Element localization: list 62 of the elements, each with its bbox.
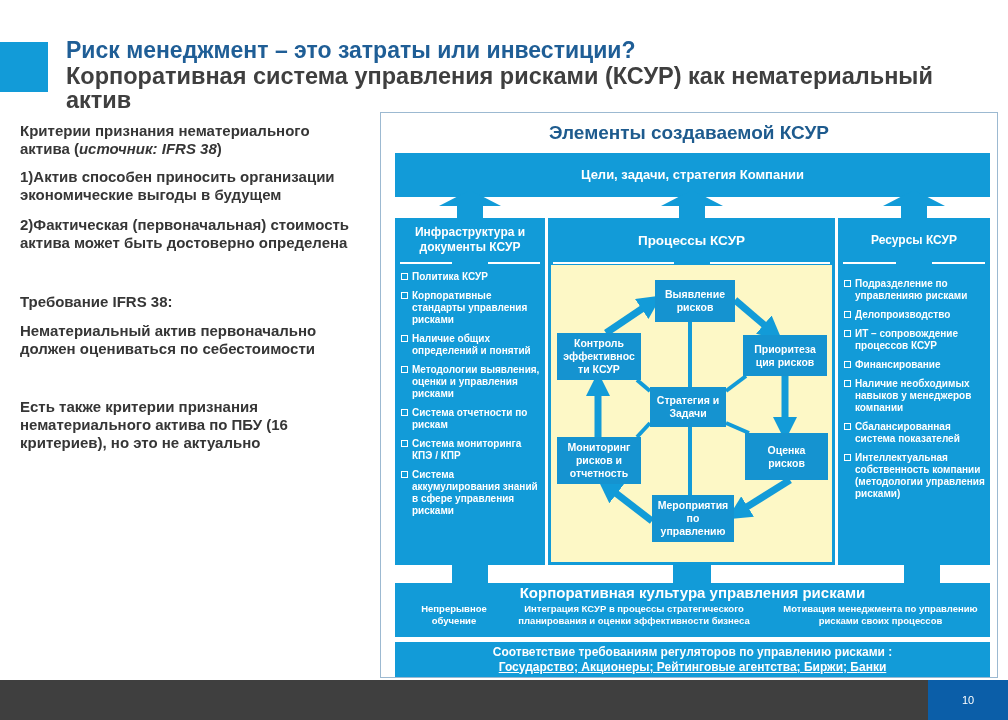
body-text: Нематериальный актив первоначально должен оцениваться по себестоимости	[20, 322, 318, 358]
list-item-text: Финансирование	[855, 359, 942, 371]
list-item-text: Политика КСУР	[412, 271, 489, 283]
body-text: Критерии признания нематериального актива (источник: IFRS 38)	[20, 122, 311, 158]
body-text: Есть также критерии признания нематериального актива по ПБУ (16 критериев), но это не актуально	[20, 398, 289, 452]
connector-line	[725, 421, 750, 435]
list-item-text: Подразделение по управленияю рисками	[855, 278, 969, 302]
connector-line	[452, 565, 488, 583]
banner-heading: Корпоративная культура управления рисками	[519, 584, 866, 602]
regulator-banner	[395, 642, 990, 677]
body-text: 2)Фактическая (первоначальная) стоимость актива может быть достоверно определена	[20, 216, 351, 252]
connector-line	[688, 322, 692, 387]
diagram-panel	[380, 112, 998, 678]
list-item-text: Интеллектуальная собственность компании (методологии управления рисками)	[855, 452, 986, 500]
process-step-box	[655, 280, 735, 322]
panel-heading: Элементы создаваемой КСУР	[548, 121, 830, 145]
process-step-box	[745, 433, 828, 480]
list-item-text: Система мониторинга КПЭ / КПР	[412, 438, 523, 462]
step-label: Стратегия и Задачи	[655, 394, 721, 420]
process-step-box	[743, 335, 827, 376]
step-label: Мероприятия по управлению	[656, 499, 730, 538]
banner-text: Непрерывное обучение	[420, 603, 488, 626]
connector-line	[673, 565, 711, 583]
list-item-text: Методологии выявления, оценки и управления рисками	[412, 364, 541, 400]
list-column	[395, 218, 545, 565]
step-label: Мониторинг рисков и отчетность	[566, 441, 632, 480]
body-text: 1)Актив способен приносить организации экономические выгоды в будущем	[20, 168, 336, 204]
banner-text: Мотивация менеджмента по управлению рисками своих процессов	[782, 603, 979, 626]
process-column	[548, 218, 835, 565]
connector-line	[635, 421, 652, 439]
list-item-text: ИТ – сопровождение процессов КСУР	[855, 328, 960, 352]
regulator-list-text: Государство; Акционеры; Рейтинговые агентства; Биржи; Банки	[498, 659, 887, 675]
page-number: 10	[961, 693, 975, 707]
step-label: Выявление рисков	[664, 288, 726, 314]
connector-line	[688, 427, 692, 495]
list-item-text: Корпоративные стандарты управления рисками	[412, 290, 529, 326]
step-label: Оценка рисков	[766, 443, 807, 470]
center-box	[650, 387, 726, 427]
banner-text: Соответствие требованиям регуляторов по управлению рисками :	[492, 644, 893, 660]
step-label: Контроль эффективнос ти КСУР	[562, 337, 636, 376]
column-heading: Процессы КСУР	[637, 232, 746, 248]
list-item-text: Наличие общих определений и понятий	[412, 333, 532, 357]
banner-text: Цели, задачи, стратегия Компании	[581, 167, 804, 183]
slide-title: Риск менеджмент – это затраты или инвестиции?	[66, 37, 637, 63]
connector-line	[904, 565, 940, 583]
list-column	[838, 218, 990, 565]
process-step-box	[557, 437, 641, 484]
list-item-text: Сбалансированная система показателей	[855, 421, 961, 445]
list-item-text: Наличие необходимых навыков у менеджеров компании	[855, 378, 973, 414]
list-item-text: Делопроизводство	[855, 309, 952, 321]
connector-line	[724, 374, 748, 393]
slide-subtitle: Корпоративная система управления рисками (КСУР) как нематериальный актив	[66, 64, 934, 112]
step-label: Приоритеза ция рисков	[753, 342, 817, 369]
list-item-text: Система отчетности по рискам	[412, 407, 529, 431]
column-heading: Ресурсы КСУР	[870, 232, 958, 248]
banner-text: Интеграция КСУР в процессы стратегического планирования и оценки эффективности бизнеса	[517, 603, 751, 626]
goal-banner	[395, 153, 990, 197]
list-item-text: Система аккумулирования знаний в сфере управления рисками	[412, 469, 539, 517]
connector-line	[635, 378, 652, 393]
body-text: Требование IFRS 38:	[20, 293, 174, 311]
culture-banner	[395, 583, 990, 637]
column-heading: Инфраструктура и документы КСУР	[413, 225, 527, 255]
